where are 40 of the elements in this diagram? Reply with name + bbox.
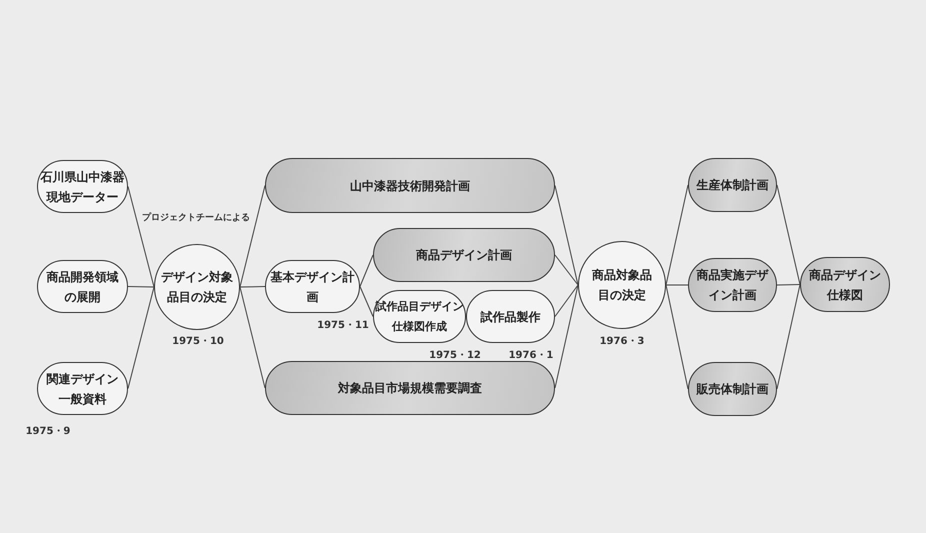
connector-line: [554, 284, 578, 317]
connector-line: [128, 286, 154, 288]
step-box: 試作品目デザイン仕様図作成: [373, 290, 466, 343]
step-box: 石川県山中漆器現地データー: [37, 160, 128, 213]
connector-line: [360, 254, 374, 287]
connector-line: [666, 284, 688, 286]
connector-line: [240, 286, 266, 288]
connector-line: [240, 286, 266, 388]
plan-box: 山中漆器技術開発計画: [265, 158, 555, 213]
connector-line: [666, 284, 688, 390]
connector-line: [128, 286, 154, 389]
date-label: 1975・12: [429, 349, 481, 362]
plan-box: 対象品目市場規模需要調査: [265, 361, 555, 415]
connector-line: [554, 254, 578, 286]
plan-box: 販売体制計画: [688, 362, 777, 416]
step-box: 商品開発領域の展開: [37, 260, 128, 313]
date-label: 1976・1: [508, 349, 554, 362]
decision-circle: デザイン対象品目の決定: [154, 244, 240, 330]
connector-line: [666, 184, 688, 286]
connector-line: [240, 185, 266, 288]
step-box: 基本デザイン計画: [265, 260, 360, 313]
connector-line: [128, 186, 154, 288]
note-label: プロジェクトチームによる: [142, 211, 250, 224]
connector-line: [554, 284, 578, 388]
date-label: 1975・11: [317, 319, 369, 332]
step-box: 関連デザイン一般資料: [37, 362, 128, 415]
plan-box: 商品デザイン仕様図: [800, 257, 890, 312]
plan-box: 商品デザイン計画: [373, 228, 555, 282]
connector-line: [360, 286, 374, 317]
date-label: 1975・10: [172, 335, 224, 348]
plan-box: 生産体制計画: [688, 158, 777, 212]
date-label: 1975・9: [26, 425, 70, 438]
plan-box: 商品実施デザイン計画: [688, 258, 777, 312]
step-box: 試作品製作: [466, 290, 555, 343]
connector-line: [776, 184, 800, 285]
connector-line: [776, 284, 800, 286]
connector-line: [554, 185, 578, 286]
date-label: 1976・3: [600, 335, 644, 348]
decision-circle: 商品対象品目の決定: [578, 241, 666, 329]
connector-line: [776, 284, 800, 390]
